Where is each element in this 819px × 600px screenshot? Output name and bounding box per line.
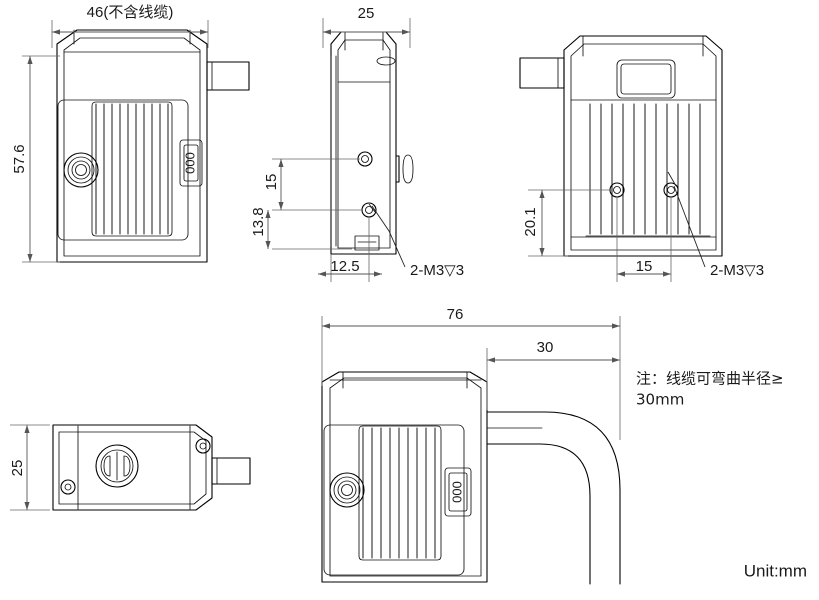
iso-cable — [486, 411, 621, 585]
iso-fin-group — [358, 425, 442, 561]
rear-thread-label: 2-M3▽3 — [710, 262, 764, 279]
iso-face-plate — [323, 424, 465, 576]
side-foot-block — [354, 235, 380, 251]
front-width-dimension: 46(不含线缆) — [51, 4, 209, 48]
side-button-base — [395, 155, 400, 183]
rear-spacing-label: 15 — [636, 258, 653, 275]
side-view: 25 15 13.8 12.5 — [250, 5, 464, 282]
top-connector-stub — [211, 457, 251, 485]
front-badge: 000 — [179, 139, 203, 187]
side-oval-button — [402, 154, 414, 184]
side-offset-label: 12.5 — [330, 258, 359, 275]
assembly-view: 000 76 30 — [321, 306, 621, 585]
front-connector — [206, 61, 250, 91]
unit-label: Unit:mm — [744, 561, 807, 580]
top-view: 25 — [9, 424, 251, 511]
rear-connector — [519, 57, 565, 89]
rear-thread-callout: 2-M3▽3 — [667, 171, 764, 279]
front-height-label: 57.6 — [11, 144, 28, 173]
side-screw-hole-upper — [357, 151, 373, 167]
rear-body-inner — [570, 43, 717, 251]
side-width-dimension: 25 — [322, 5, 411, 48]
iso-total-dimension: 76 — [321, 306, 621, 440]
front-view: 000 46(不含线缆) 57.6 — [11, 4, 250, 263]
top-body-inner — [58, 431, 207, 505]
side-offset-dimension: 12.5 — [318, 216, 382, 282]
iso-cable-dimension: 30 — [486, 339, 620, 410]
front-badge-text: 000 — [182, 152, 197, 174]
top-screw-upper-right — [195, 438, 211, 454]
rear-window-inner — [620, 63, 672, 95]
note-line-2: 30mm — [636, 391, 684, 409]
side-hole-dimensions: 15 13.8 — [250, 158, 363, 250]
front-fin-group — [91, 101, 173, 237]
front-lens — [63, 152, 99, 188]
rear-fin-group — [589, 103, 701, 235]
side-hole-upper-label: 15 — [263, 174, 280, 191]
side-width-label: 25 — [358, 5, 375, 22]
note-line-1: 注：线缆可弯曲半径≥ — [636, 370, 784, 388]
rear-window — [616, 59, 676, 99]
top-depth-dimension: 25 — [9, 424, 50, 511]
top-depth-label: 25 — [9, 460, 26, 477]
iso-body-inner — [329, 377, 482, 577]
top-body-outline — [52, 424, 213, 511]
drawing-note: 注：线缆可弯曲半径≥ 30mm — [636, 370, 784, 409]
front-height-dimension: 57.6 — [11, 55, 60, 263]
top-screw-lower-left — [60, 479, 76, 495]
top-connector-rosette — [95, 444, 139, 488]
rear-height-dimension: 20.1 — [522, 189, 612, 257]
iso-badge: 000 — [444, 467, 472, 517]
iso-cable-label: 30 — [537, 339, 554, 356]
front-body-inner — [63, 37, 201, 257]
rear-height-label: 20.1 — [522, 207, 539, 236]
side-top-port — [376, 56, 396, 66]
iso-badge-text: 000 — [449, 481, 464, 503]
iso-total-label: 76 — [447, 306, 464, 323]
rear-body-outline — [563, 35, 723, 257]
side-thread-label: 2-M3▽3 — [410, 262, 464, 279]
front-face-plate — [57, 99, 189, 241]
iso-lens — [329, 472, 365, 508]
front-width-label: 46(不含线缆) — [87, 4, 174, 21]
side-thread-callout: 2-M3▽3 — [368, 203, 464, 279]
rear-view: 20.1 15 2-M3▽3 — [519, 35, 764, 282]
side-body-inner — [337, 39, 391, 249]
side-hole-lower-label: 13.8 — [250, 207, 267, 236]
rear-spacing-dimension: 15 — [616, 197, 672, 282]
